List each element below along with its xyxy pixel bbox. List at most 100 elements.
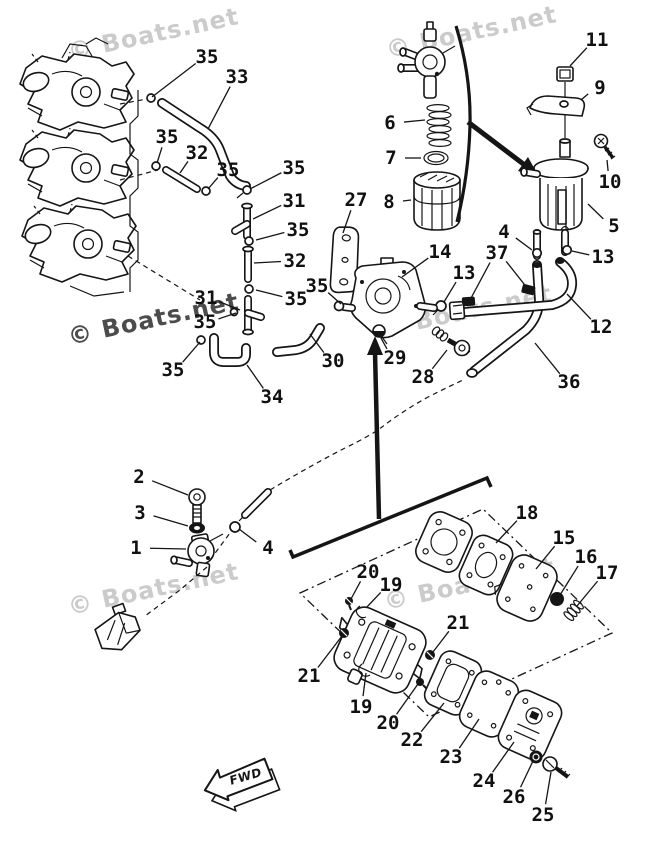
- callout-32: 32: [284, 250, 307, 272]
- callout-15: 15: [553, 527, 576, 549]
- callout-9: 9: [594, 77, 605, 99]
- callout-35: 35: [283, 157, 306, 179]
- screw-21-a: [339, 628, 349, 638]
- callout-1: 1: [130, 537, 141, 559]
- leader-line-35: [255, 231, 285, 241]
- callout-7: 7: [385, 147, 396, 169]
- screw-20-a: [345, 597, 353, 611]
- leader-line-14: [401, 257, 429, 278]
- leader-line-9: [580, 93, 589, 101]
- callout-12: 12: [590, 316, 613, 338]
- callout-28: 28: [412, 366, 435, 388]
- elbow-hose-30: [272, 323, 325, 357]
- diaphragm-15: [494, 554, 558, 622]
- leader-line-35: [218, 312, 237, 320]
- callout-2: 2: [133, 466, 144, 488]
- leader-line-20: [350, 581, 362, 600]
- bolt-2: [188, 488, 206, 524]
- callout-35: 35: [285, 288, 308, 310]
- callout-35: 35: [217, 159, 240, 181]
- watermark: © Boats.net: [65, 557, 241, 621]
- callout-35: 35: [156, 126, 179, 148]
- callout-29: 29: [384, 347, 407, 369]
- install-arrow-long: [288, 336, 493, 560]
- check-valve-29: [372, 324, 388, 345]
- leader-line-25: [544, 771, 552, 805]
- leader-line-8: [402, 199, 412, 202]
- pump-body-lower: [333, 606, 427, 694]
- pipe-32-lower: [242, 245, 254, 283]
- callout-4: 4: [262, 537, 273, 559]
- joint-31-lower: [242, 295, 265, 336]
- lower-pump-group: [333, 511, 584, 779]
- leader-line-4: [515, 237, 533, 251]
- callout-27: 27: [345, 189, 368, 211]
- ring-4-filter: [531, 247, 543, 259]
- callout-32: 32: [186, 142, 209, 164]
- leader-line-29: [380, 337, 388, 350]
- gasket-18: [458, 534, 514, 596]
- clamp-35-h: [196, 335, 206, 345]
- leader-line-35: [156, 147, 163, 164]
- callout-10: 10: [599, 171, 622, 193]
- o-ring-7: [423, 150, 449, 166]
- leader-line-35: [182, 341, 201, 363]
- clamp-35-b: [151, 161, 161, 171]
- leader-line-17: [576, 580, 599, 607]
- fuel-cock-top: [397, 21, 456, 99]
- leader-line-11: [569, 47, 588, 67]
- pipe-segment: [241, 488, 272, 519]
- ring-4-cock: [229, 521, 241, 533]
- leader-line-35: [207, 177, 219, 190]
- clamp-37-right: [521, 284, 536, 296]
- fuel-filter-5: [520, 138, 589, 231]
- callout-35: 35: [162, 359, 185, 381]
- fuel-filter-group: [520, 66, 616, 260]
- callout-16: 16: [575, 546, 598, 568]
- clip-19-b: [358, 663, 371, 677]
- screw-20-b: [416, 678, 428, 690]
- leader-line-34: [246, 364, 264, 389]
- callout-13: 13: [453, 262, 476, 284]
- leader-line-31: [218, 301, 241, 311]
- mount-plate: [415, 511, 473, 573]
- fuel-cock-group: [94, 379, 464, 651]
- callout-22: 22: [401, 729, 424, 751]
- upper-hose-group: [146, 93, 325, 367]
- leader-line-36: [534, 342, 561, 375]
- fuel-pump-14: [340, 257, 438, 339]
- leader-line-30: [309, 333, 325, 354]
- callout-36: 36: [558, 371, 581, 393]
- callout-13: 13: [592, 246, 615, 268]
- leader-line-35: [249, 172, 282, 190]
- callout-24: 24: [473, 770, 496, 792]
- callout-30: 30: [322, 350, 345, 372]
- fuel-cock-1: [170, 533, 224, 578]
- leader-line-1: [149, 547, 187, 550]
- leader-line-4: [238, 528, 257, 543]
- leader-line-26: [519, 760, 534, 788]
- leader-line-24: [492, 741, 515, 773]
- leader-line-19: [362, 672, 367, 697]
- connector-fitting: [94, 602, 141, 651]
- diagram-art: FWD: [19, 21, 616, 812]
- washer-3: [189, 522, 205, 534]
- bracket-9: [526, 95, 586, 117]
- callout-19: 19: [380, 574, 403, 596]
- leader-line-37: [469, 262, 491, 301]
- leader-line-3: [153, 515, 189, 527]
- callout-6: 6: [384, 112, 395, 134]
- valve-seat-16: [550, 592, 564, 606]
- leader-line-21: [432, 630, 450, 653]
- leader-line-21: [317, 635, 343, 668]
- callout-35: 35: [194, 311, 217, 333]
- callout-3: 3: [134, 502, 145, 524]
- routing-dash-upper: [269, 379, 464, 491]
- hose-36: [466, 260, 545, 378]
- screw-21-b: [425, 650, 435, 660]
- leader-line-13: [443, 281, 457, 303]
- callout-23: 23: [440, 746, 463, 768]
- fuel-cock-top-group: [397, 21, 539, 231]
